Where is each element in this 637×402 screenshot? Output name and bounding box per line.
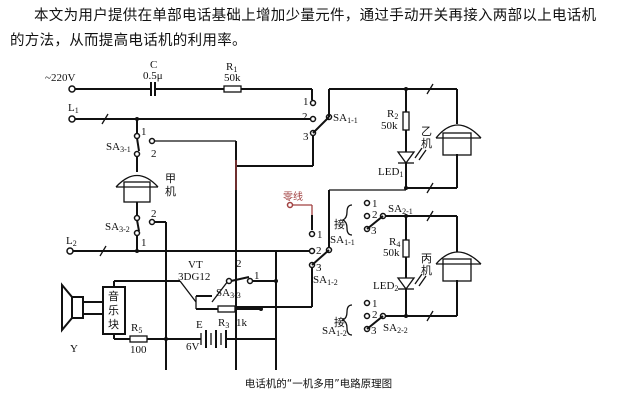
- phone-b-label-2: 机: [421, 136, 432, 150]
- phone-b-label-1: 乙: [421, 125, 432, 138]
- ground-wire: [235, 160, 313, 230]
- music-block: [102, 281, 130, 340]
- line-l1-label: L1: [68, 102, 79, 115]
- sa1-1-pin-2: 2: [302, 111, 308, 123]
- switch-sa3-3: [225, 251, 278, 370]
- battery-e-value: 6V: [186, 341, 200, 353]
- connect-label-bottom: 接: [334, 316, 345, 329]
- switch-sa2-1-label: SA2-1: [388, 203, 413, 216]
- resistor-r2: [402, 111, 410, 131]
- connect-label-top: 接: [334, 218, 345, 231]
- switch-sa3-1-label: SA3-1: [106, 141, 131, 154]
- intro-paragraph-line-1: 本文为用户提供在单部电话基础上增加少量元件，通过手动开关再接入两部以上电话机: [34, 8, 597, 24]
- battery-e-icon: [200, 330, 276, 348]
- switch-sa1-2-label: SA1-2: [313, 274, 338, 287]
- speaker-y-label: Y: [70, 343, 78, 355]
- resistor-r2-label: R2: [387, 108, 398, 121]
- sa1-2-pin-3: 3: [316, 262, 322, 274]
- phone-b-branch: [396, 83, 482, 194]
- led2-label: LED2: [373, 280, 398, 293]
- switch-sa1-1-ref-label: SA1-1: [330, 234, 355, 247]
- ground-wire-label: 零线: [283, 190, 303, 203]
- music-block-label-1: 音: [108, 289, 119, 303]
- switch-sa2-1: [363, 199, 457, 233]
- switch-sa1-1-label: SA1-1: [333, 112, 358, 125]
- transistor-vt-model: 3DG12: [178, 271, 210, 283]
- phone-c-label-1: 丙: [421, 252, 432, 265]
- switch-sa3-3-label: SA3-3: [216, 287, 241, 300]
- led1-icon: [396, 151, 416, 165]
- transistor-vt: [114, 280, 229, 310]
- line-l2-terminal: [66, 247, 74, 255]
- line-l2-label: L2: [66, 235, 77, 248]
- resistor-r3: [217, 305, 236, 313]
- resistor-r4: [402, 239, 410, 258]
- transistor-vt-label: VT: [188, 259, 203, 271]
- resistor-r5-label: R5: [131, 322, 142, 335]
- sa1-1-pin-3: 3: [303, 131, 309, 143]
- sa3-2-pin-2: 2: [151, 208, 157, 220]
- phone-c-branch: [386, 210, 482, 322]
- resistor-r3-value: 1k: [236, 317, 248, 329]
- figure-caption: 电话机的“一机多用”电路原理图: [244, 378, 393, 390]
- mains-label: ~220V: [45, 72, 75, 84]
- resistor-r1-value: 50k: [224, 72, 241, 84]
- led1-label: LED1: [378, 166, 403, 179]
- sa1-1-pin-1: 1: [303, 96, 309, 108]
- switch-sa2-2: [363, 299, 387, 333]
- sa2-2-pin-2: 2: [372, 309, 378, 321]
- resistor-r1-label: R1: [226, 61, 237, 74]
- phone-c-icon: [442, 258, 472, 282]
- sa3-1-pin-2: 2: [151, 148, 157, 160]
- phone-b-icon: [442, 132, 472, 156]
- resistor-r3-branch: [217, 305, 263, 313]
- sa2-1-pin-1: 1: [372, 198, 378, 210]
- resistor-r3-label: R3: [218, 317, 229, 330]
- resistor-r1: [223, 85, 242, 93]
- sa1-2-pin-2: 2: [316, 245, 322, 257]
- led2-icon: [396, 277, 416, 291]
- phone-a-label-1: 甲: [165, 172, 176, 185]
- sa2-1-pin-3: 3: [371, 225, 377, 237]
- resistor-r5-branch: [129, 335, 201, 343]
- sa3-2-pin-1: 1: [141, 237, 147, 249]
- resistor-r5-value: 100: [130, 344, 147, 356]
- brace-icon: [341, 304, 353, 336]
- capacitor-c-label: C: [150, 59, 157, 71]
- intro-paragraph-line-2: 的方法，从而提高电话机的利用率。: [10, 33, 247, 49]
- battery-e-label: E: [196, 319, 203, 331]
- sa3-3-pin-1: 1: [254, 270, 260, 282]
- line-l1-terminal: [68, 115, 76, 123]
- sa3-3-pin-2: 2: [236, 258, 242, 270]
- switch-sa1-2: [236, 189, 406, 308]
- phone-a-icon: [115, 174, 159, 215]
- sa2-1-pin-2: 2: [372, 209, 378, 221]
- switch-sa3-2: [133, 214, 167, 370]
- sa3-1-pin-1: 1: [141, 126, 147, 138]
- switch-sa2-2-label: SA2-2: [383, 322, 408, 335]
- sa2-2-pin-3: 3: [371, 325, 377, 337]
- music-block-label-3: 块: [108, 318, 119, 331]
- resistor-r5: [129, 335, 148, 343]
- mains-terminal: [68, 85, 76, 93]
- brace-icon: [341, 204, 353, 236]
- resistor-r4-value: 50k: [383, 247, 400, 259]
- sa2-2-pin-1: 1: [372, 298, 378, 310]
- phone-c-label-2: 机: [421, 263, 432, 277]
- capacitor-c-value: 0.5μ: [143, 70, 163, 82]
- music-block-label-2: 乐: [108, 304, 119, 317]
- mains-input-branch: [68, 82, 313, 100]
- resistor-r2-value: 50k: [381, 120, 398, 132]
- sa1-2-pin-1: 1: [317, 229, 323, 241]
- phone-a-label-2: 机: [165, 184, 176, 198]
- line-l1-branch: [68, 113, 312, 135]
- switch-sa1-2-ref-label: SA1-2: [322, 325, 347, 338]
- resistor-r4-label: R4: [389, 236, 400, 249]
- line-l2-branch: [66, 245, 312, 257]
- switch-sa3-2-label: SA3-2: [105, 221, 130, 234]
- switch-sa1-1: [236, 88, 406, 167]
- speaker-y-icon: [61, 282, 103, 333]
